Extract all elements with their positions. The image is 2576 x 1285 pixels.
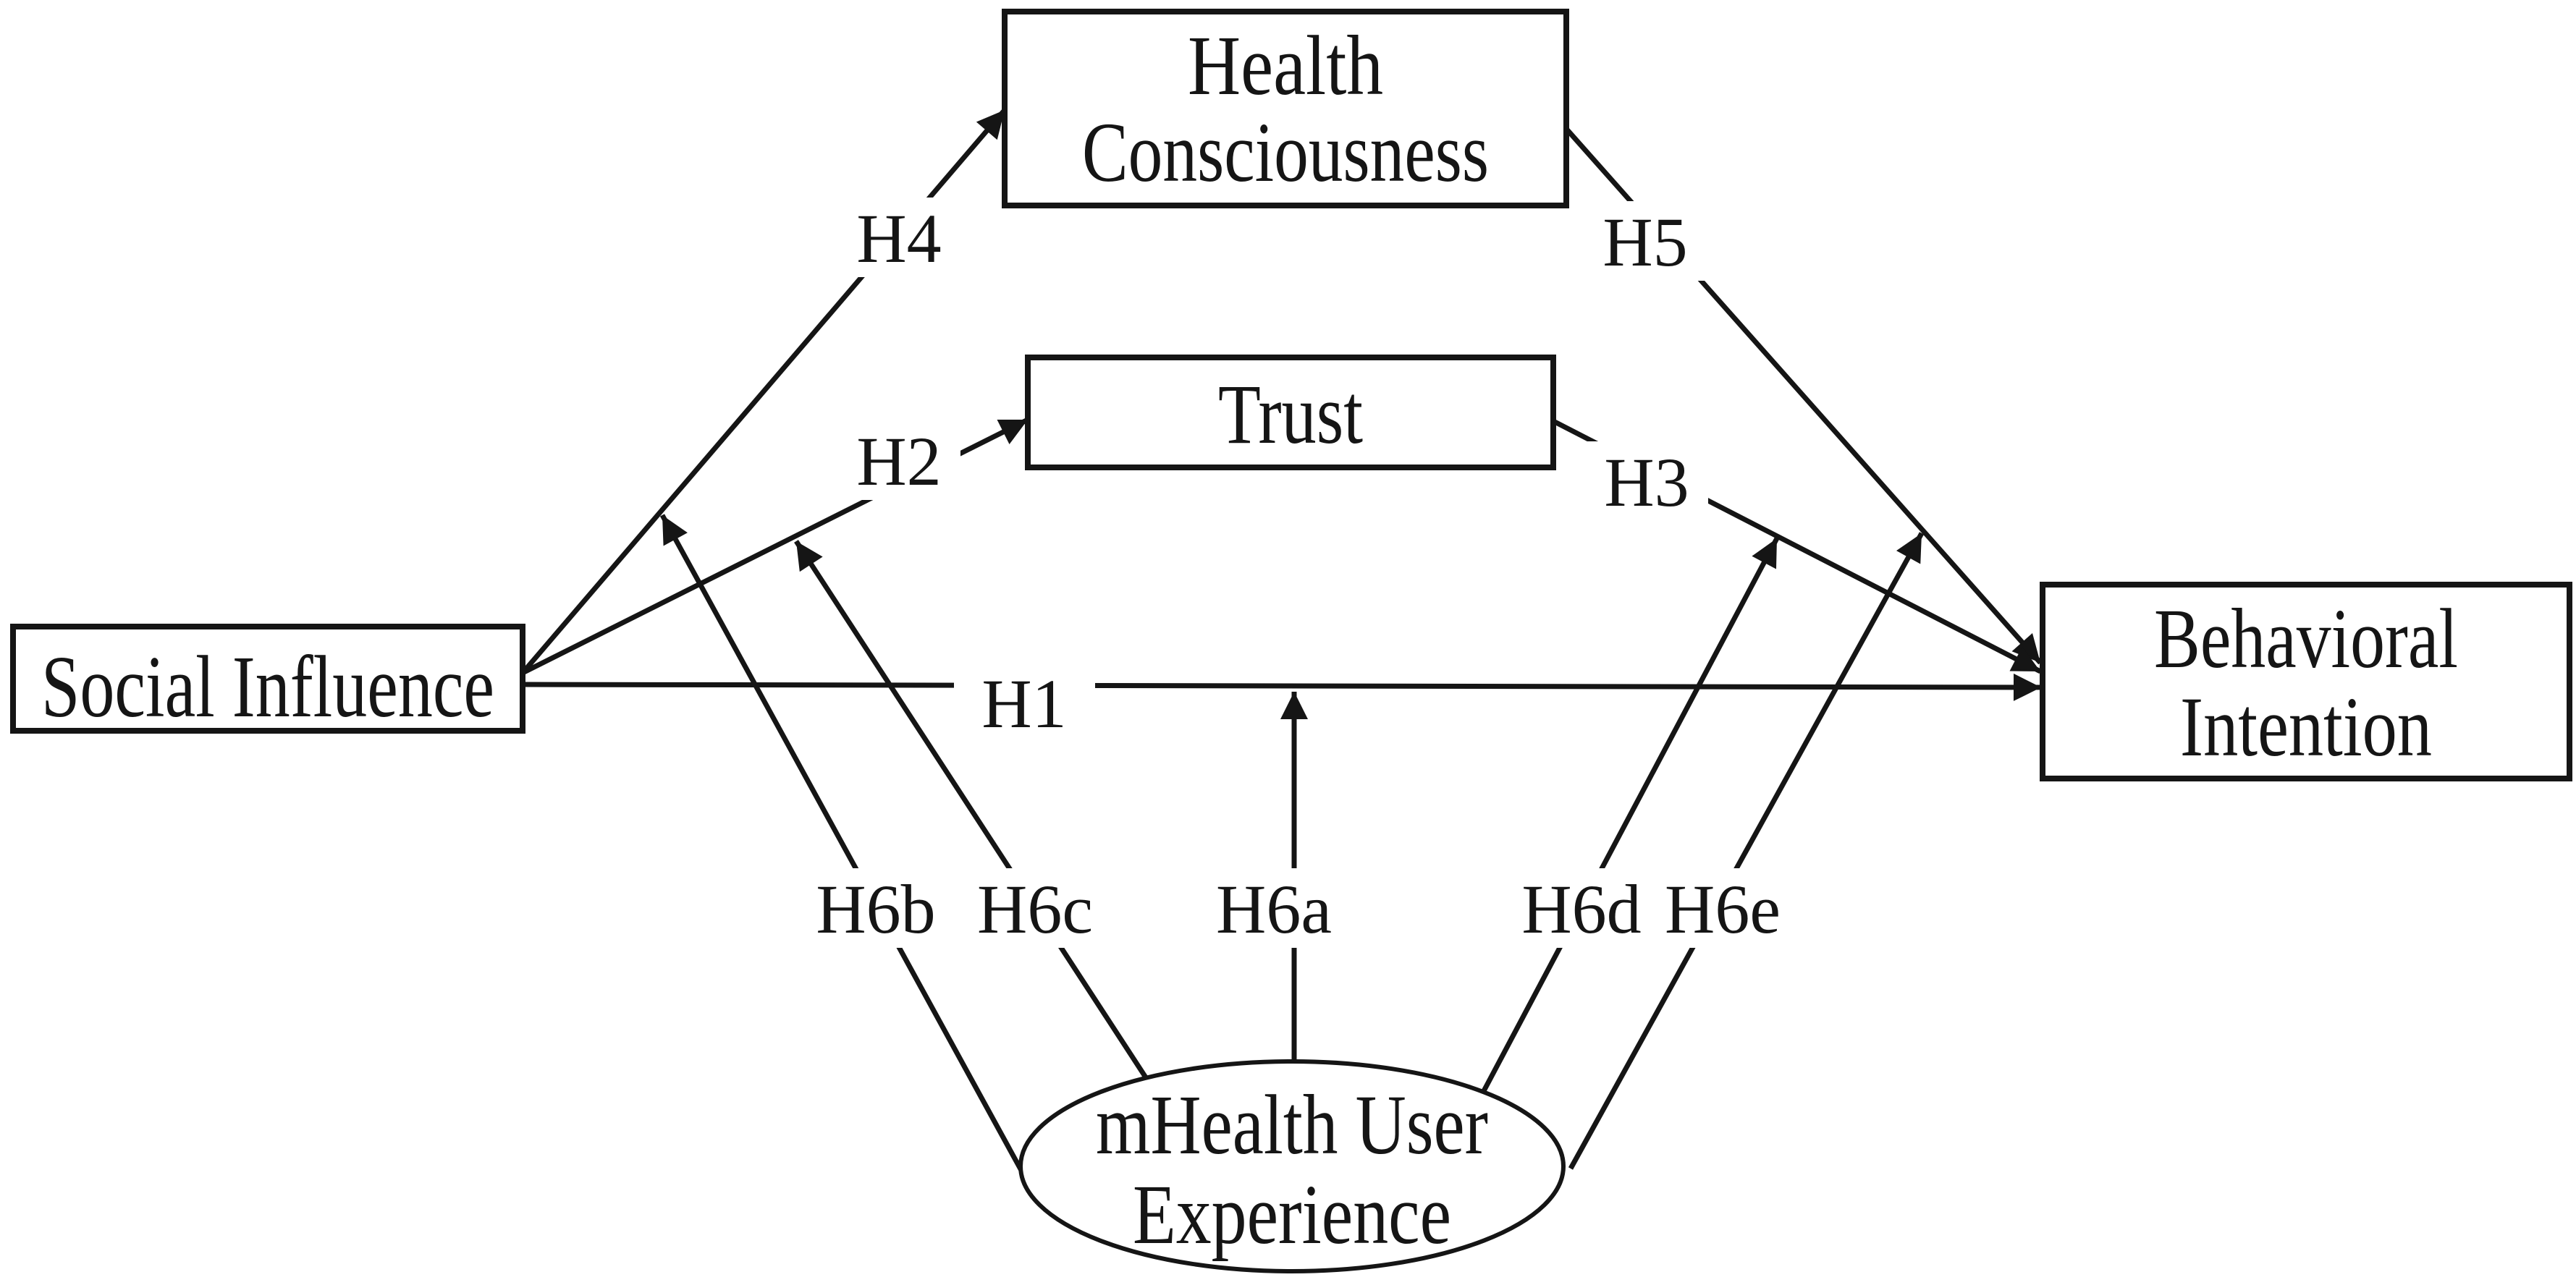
trust-label: Trust <box>1218 367 1363 462</box>
behavioral-intention-label-line2: Intention <box>2180 679 2432 774</box>
h6d-label-bg <box>1508 868 1656 948</box>
h6c-label-bg <box>961 868 1110 948</box>
h6e-label: H6e <box>1665 870 1781 948</box>
path-h6c-moderation-of-h2 <box>794 540 1154 1089</box>
h4-label: H4 <box>856 200 941 277</box>
h5-label: H5 <box>1602 203 1687 281</box>
h6b-label-bg <box>802 868 950 948</box>
h6a-label: H6a <box>1216 870 1332 948</box>
path-h1-social-influence-to-behavioral-intention <box>522 673 2042 701</box>
behavioral-intention-box <box>2040 582 2572 781</box>
h6c-label: H6c <box>977 870 1093 948</box>
h6d-label: H6d <box>1521 870 1641 948</box>
path-h6d-moderation-of-h3 <box>1476 537 1780 1102</box>
h1-label-bg <box>954 662 1095 743</box>
h3-label-bg <box>1585 441 1708 521</box>
path-h4-social-influence-to-health-consciousness <box>520 108 1007 675</box>
path-h6b-moderation-of-h4 <box>659 514 1027 1177</box>
h2-label: H2 <box>856 423 941 500</box>
h1-label: H1 <box>981 665 1066 742</box>
h6b-label: H6b <box>816 870 935 948</box>
h5-label-bg <box>1584 201 1707 281</box>
social-influence-box <box>10 624 525 734</box>
behavioral-intention-label-line1: Behavioral <box>2154 591 2458 686</box>
mhealth-user-experience-label-line1: mHealth User <box>1096 1077 1488 1172</box>
social-influence-label: Social Influence <box>41 638 494 736</box>
hypothesis-labels: H4 H2 H1 H5 H3 H6b H6c H6a H6d H6e <box>802 198 1797 948</box>
h3-label: H3 <box>1604 444 1689 521</box>
trust-box <box>1025 355 1556 470</box>
path-h6e-moderation-of-h5 <box>1568 532 1925 1170</box>
h6e-label-bg <box>1649 868 1797 948</box>
health-consciousness-label-line1: Health <box>1188 18 1383 113</box>
mhealth-user-experience-ellipse <box>1018 1059 1566 1273</box>
health-consciousness-box <box>1002 9 1569 208</box>
health-consciousness-label-line2: Consciousness <box>1082 105 1489 200</box>
h4-label-bg <box>837 198 960 277</box>
mhealth-user-experience-label-line2: Experience <box>1133 1167 1451 1262</box>
h6a-label-bg <box>1204 868 1348 948</box>
h2-label-bg <box>837 420 960 500</box>
